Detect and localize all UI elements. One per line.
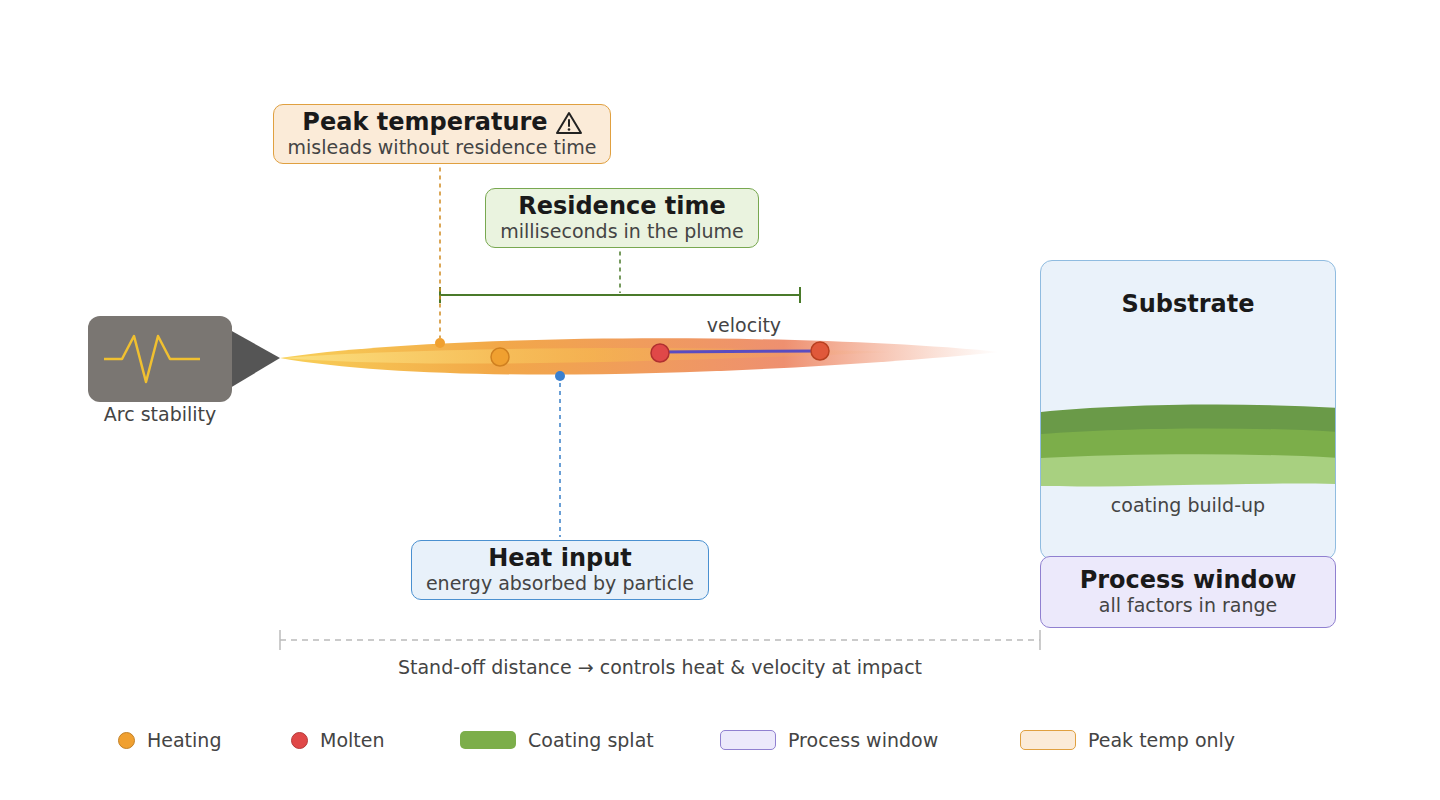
legend-text: Heating xyxy=(147,729,221,751)
legend-text: Molten xyxy=(320,729,384,751)
velocity-line xyxy=(660,351,820,352)
substrate-panel: Substrate coating build-up xyxy=(1040,260,1336,560)
legend-swatch xyxy=(720,730,776,750)
legend-text: Coating splat xyxy=(528,729,654,751)
legend-swatch xyxy=(1020,730,1076,750)
process-window-box: Process windowall factors in range xyxy=(1040,556,1336,628)
residence-bracket xyxy=(440,287,800,303)
node-subtitle: milliseconds in the plume xyxy=(500,221,743,243)
legend-swatch xyxy=(291,732,308,749)
callout-box: Residence timemilliseconds in the plume xyxy=(485,188,758,248)
node-subtitle: all factors in range xyxy=(1099,595,1277,617)
plasma-gun: Arc stability xyxy=(88,316,232,402)
molten-particle xyxy=(651,344,669,362)
node-title: Residence time xyxy=(500,193,743,221)
warning-icon xyxy=(556,111,582,135)
leader-line xyxy=(619,251,621,293)
legend-item: Coating splat xyxy=(460,728,654,752)
nozzle xyxy=(230,330,280,388)
node-title: Heat input xyxy=(426,545,694,573)
legend-item: Process window xyxy=(720,728,938,752)
node-title: Arc stability xyxy=(104,404,216,426)
leader-line xyxy=(559,383,561,537)
legend-item: Molten xyxy=(291,728,384,752)
legend-swatch xyxy=(118,732,135,749)
callout-box: Peak temperaturemisleads without residen… xyxy=(273,104,612,164)
legend-text: Process window xyxy=(788,729,938,751)
velocity-label: velocity xyxy=(707,314,781,336)
node-title: Peak temperature xyxy=(302,109,547,137)
molten-particle xyxy=(811,342,829,360)
legend-swatch xyxy=(460,731,516,749)
legend-item: Heating xyxy=(118,728,221,752)
heat-point xyxy=(555,371,565,381)
node-title: Substrate xyxy=(1041,291,1335,319)
callout-box: Heat inputenergy absorbed by particle xyxy=(411,540,709,600)
node-title: Process window xyxy=(1080,567,1297,595)
plume-core xyxy=(282,348,900,363)
node-subtitle: energy absorbed by particle xyxy=(426,573,694,595)
arc-symbol xyxy=(88,316,232,402)
node-subtitle: misleads without residence time xyxy=(288,137,597,159)
dimension-label: Stand-off distance → controls heat & vel… xyxy=(398,656,922,678)
legend-item: Peak temp only xyxy=(1020,728,1235,752)
heating-particle xyxy=(435,338,445,348)
standoff-dimension xyxy=(280,630,1040,650)
node-subtitle: coating build-up xyxy=(1041,495,1335,517)
plasma-plume xyxy=(280,338,1000,374)
legend-text: Peak temp only xyxy=(1088,729,1235,751)
heating-particle xyxy=(491,348,509,366)
leader-line xyxy=(439,167,441,338)
